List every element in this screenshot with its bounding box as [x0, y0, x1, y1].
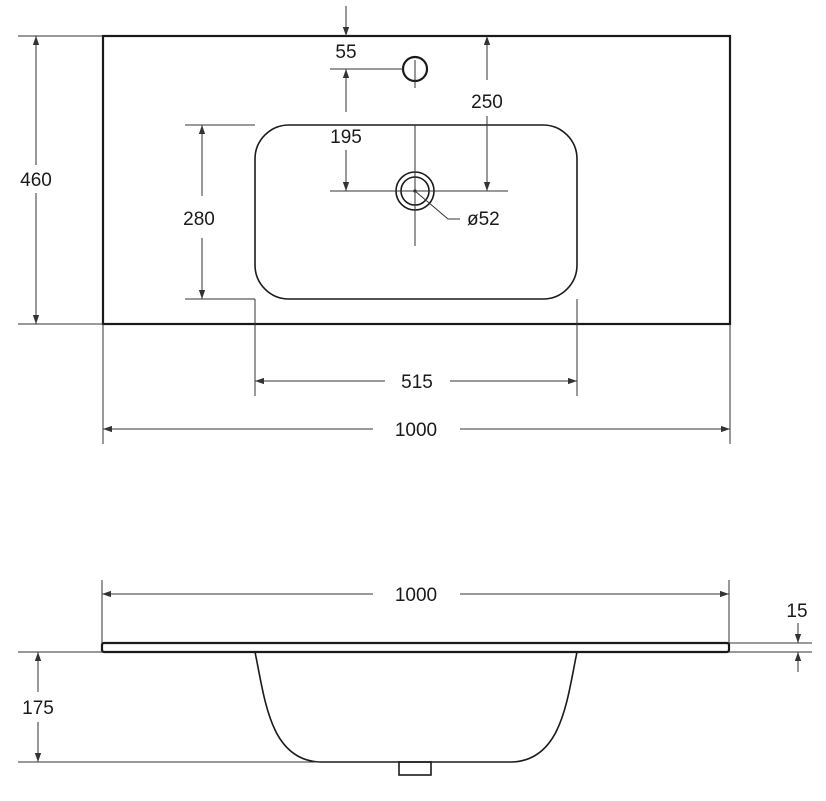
countertop-outline [101, 34, 732, 326]
side-overall-width-label: 1000 [395, 585, 437, 606]
tap-to-drain-label: 195 [330, 127, 362, 148]
bowl-profile [254, 651, 578, 763]
drain-stub [398, 761, 432, 776]
bowl-outline [254, 124, 578, 300]
bowl-depth-label: 280 [183, 209, 215, 230]
slab-outline [100, 641, 731, 654]
tap-offset-label: 55 [335, 42, 356, 63]
bowl-height-label: 175 [22, 698, 54, 719]
overall-depth-label: 460 [20, 170, 52, 191]
overall-width-label: 1000 [395, 420, 437, 441]
bowl-width-label: 515 [401, 372, 433, 393]
drain-diameter-leader [414, 190, 460, 220]
drain-diameter-label: ø52 [467, 209, 500, 230]
slab-thickness-label: 15 [786, 601, 807, 622]
side-view: 1000 15 175 [18, 580, 812, 776]
rear-to-drain-label: 250 [471, 92, 503, 113]
top-view: ø52 460 280 55 195 250 515 [18, 6, 732, 444]
